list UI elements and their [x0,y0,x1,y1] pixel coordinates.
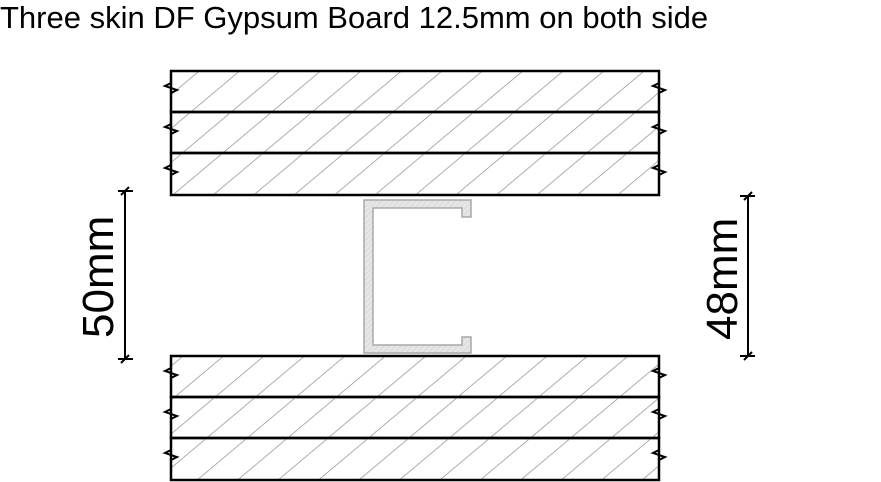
dimension-right: 48mm [698,191,755,361]
top-board-3 [169,151,661,197]
bottom-board-3 [169,436,661,482]
top-board-set [162,69,668,197]
break-mark-right [650,71,668,195]
dimension-label-left: 50mm [74,216,123,338]
steel-c-stud [363,199,472,354]
break-mark-right [650,356,668,480]
break-mark-left [162,71,180,195]
dimension-left: 50mm [74,186,133,364]
bottom-board-2 [169,395,661,440]
drawing-title: Three skin DF Gypsum Board 12.5mm on bot… [0,0,709,35]
dimension-label-right: 48mm [698,218,747,340]
bottom-board-set [162,354,668,482]
top-board-1 [169,69,661,114]
bottom-board-1 [169,354,661,399]
break-mark-left [162,356,180,480]
top-board-2 [169,110,661,155]
